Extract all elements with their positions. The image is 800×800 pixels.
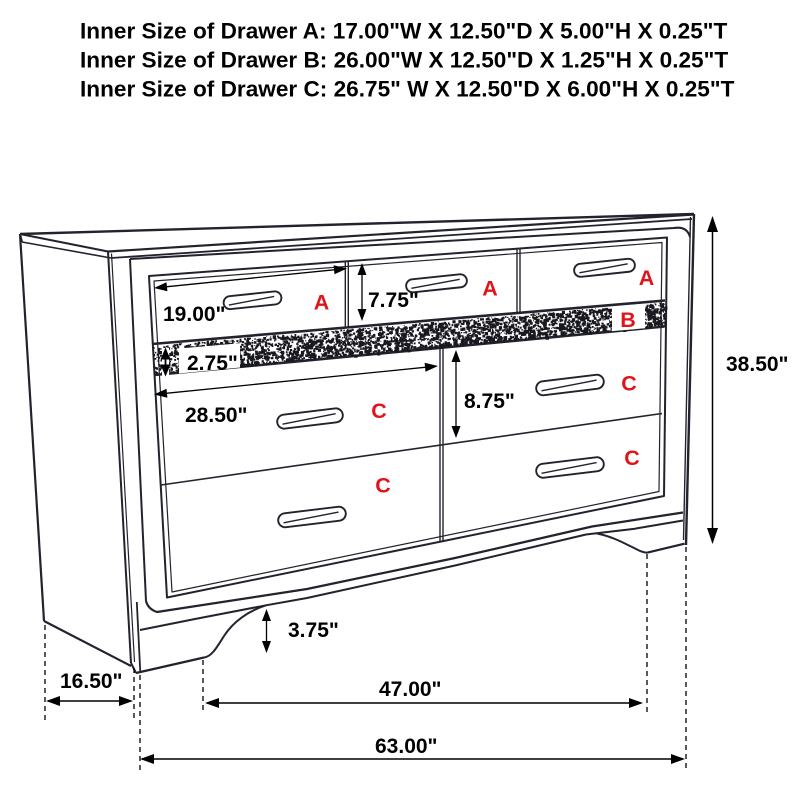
svg-text:16.50": 16.50" (60, 670, 123, 693)
svg-text:B: B (620, 308, 636, 332)
svg-text:C: C (375, 473, 391, 497)
svg-text:C: C (624, 446, 640, 470)
svg-text:C: C (621, 372, 637, 396)
svg-text:2.75": 2.75" (187, 352, 238, 375)
svg-text:Inner Size of Drawer B: 26.00": Inner Size of Drawer B: 26.00"W X 12.50"… (80, 48, 728, 73)
svg-text:47.00": 47.00" (379, 678, 442, 701)
svg-text:3.75": 3.75" (288, 619, 339, 642)
svg-text:8.75": 8.75" (464, 390, 515, 413)
svg-text:Inner Size of Drawer A: 17.00": Inner Size of Drawer A: 17.00"W X 12.50"… (80, 19, 727, 44)
svg-text:7.75": 7.75" (368, 289, 419, 312)
svg-text:A: A (482, 277, 498, 301)
svg-text:A: A (639, 266, 655, 290)
svg-text:Inner Size of Drawer C: 26.75": Inner Size of Drawer C: 26.75" W X 12.50… (80, 77, 735, 102)
svg-text:A: A (314, 291, 330, 315)
svg-text:19.00": 19.00" (163, 303, 226, 326)
svg-text:C: C (371, 399, 387, 423)
svg-text:63.00": 63.00" (375, 735, 438, 758)
svg-text:38.50": 38.50" (726, 353, 789, 376)
svg-text:28.50": 28.50" (185, 404, 248, 427)
